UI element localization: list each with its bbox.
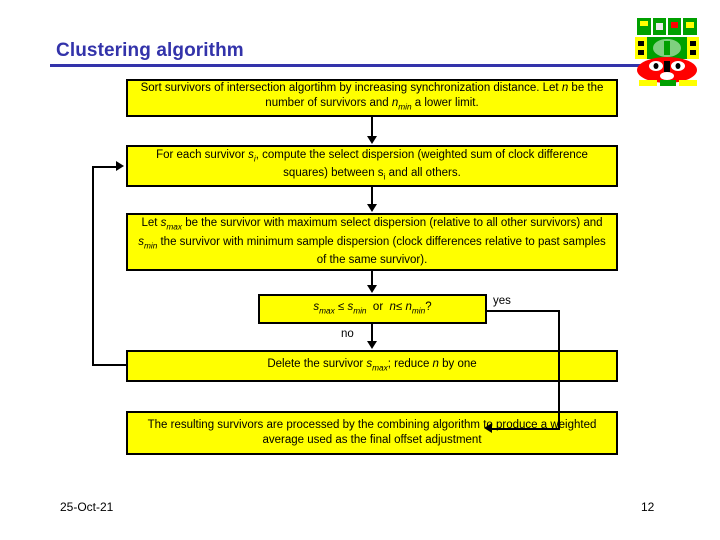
connector-box2-to-box3 [371, 187, 373, 206]
feedback-loop-segment-left [92, 166, 94, 366]
connector-decision-no-to-delete [371, 324, 373, 343]
feedback-loop-segment-bottom [92, 364, 128, 366]
flow-box-combine: The resulting survivors are processed by… [126, 411, 618, 455]
title-underline-rule [50, 64, 656, 67]
arrowhead-yes-into-combine-box [484, 423, 492, 433]
edge-label-no: no [341, 328, 354, 340]
footer-date: 25-Oct-21 [60, 500, 114, 514]
flow-box-sort-survivors: Sort survivors of intersection algortihm… [126, 79, 618, 117]
flow-box-find-max-min: Let smax be the survivor with maximum se… [126, 213, 618, 271]
yes-path-segment-top [487, 310, 560, 312]
flow-box-compute-select-dispersion: For each survivor si, compute the select… [126, 145, 618, 187]
page-title: Clustering algorithm [56, 40, 244, 61]
footer-page-number: 12 [641, 500, 655, 514]
connector-box1-to-box2 [371, 117, 373, 138]
flow-box-delete-survivor: Delete the survivor smax; reduce n by on… [126, 350, 618, 382]
flow-box-compute-select-dispersion-text: For each survivor si, compute the select… [156, 148, 588, 182]
edge-label-yes: yes [493, 295, 511, 307]
flow-box-decision-text: smax ≤ smin or n≤ nmin? [313, 300, 432, 316]
arrowhead-feedback-into-box2 [116, 161, 124, 171]
flow-box-decision: smax ≤ smin or n≤ nmin? [258, 294, 487, 324]
mayan-glyph-logo [629, 14, 707, 88]
flow-box-combine-text: The resulting survivors are processed by… [147, 419, 597, 446]
arrowhead-into-decision [367, 285, 377, 293]
feedback-loop-segment-top [92, 166, 118, 168]
flow-box-find-max-min-text: Let smax be the survivor with maximum se… [138, 217, 606, 266]
flow-box-delete-survivor-text: Delete the survivor smax; reduce n by on… [267, 357, 477, 373]
arrowhead-into-box3 [367, 204, 377, 212]
arrowhead-into-box2 [367, 136, 377, 144]
flow-box-sort-survivors-text: Sort survivors of intersection algortihm… [140, 82, 604, 112]
yes-path-segment-right [558, 310, 560, 430]
connector-box3-to-decision [371, 271, 373, 287]
yes-path-segment-bottom [492, 428, 560, 430]
arrowhead-into-delete-box [367, 341, 377, 349]
